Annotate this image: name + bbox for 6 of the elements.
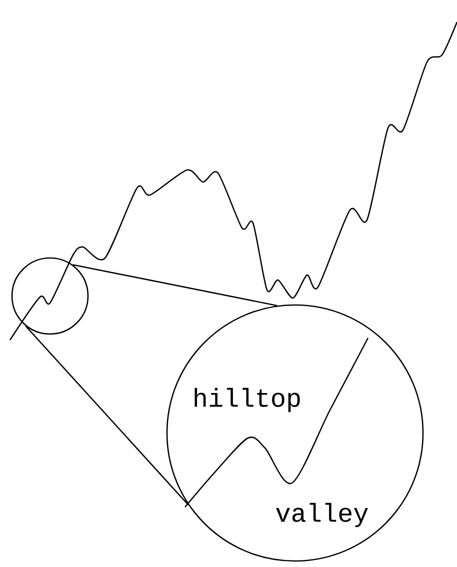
zoom-line — [25, 326, 189, 506]
curve-label: valley — [276, 502, 368, 528]
circle — [11, 257, 89, 335]
curve-label: hilltop — [194, 388, 300, 412]
zoom-line — [72, 264, 278, 306]
magnifier-circle — [166, 304, 424, 562]
